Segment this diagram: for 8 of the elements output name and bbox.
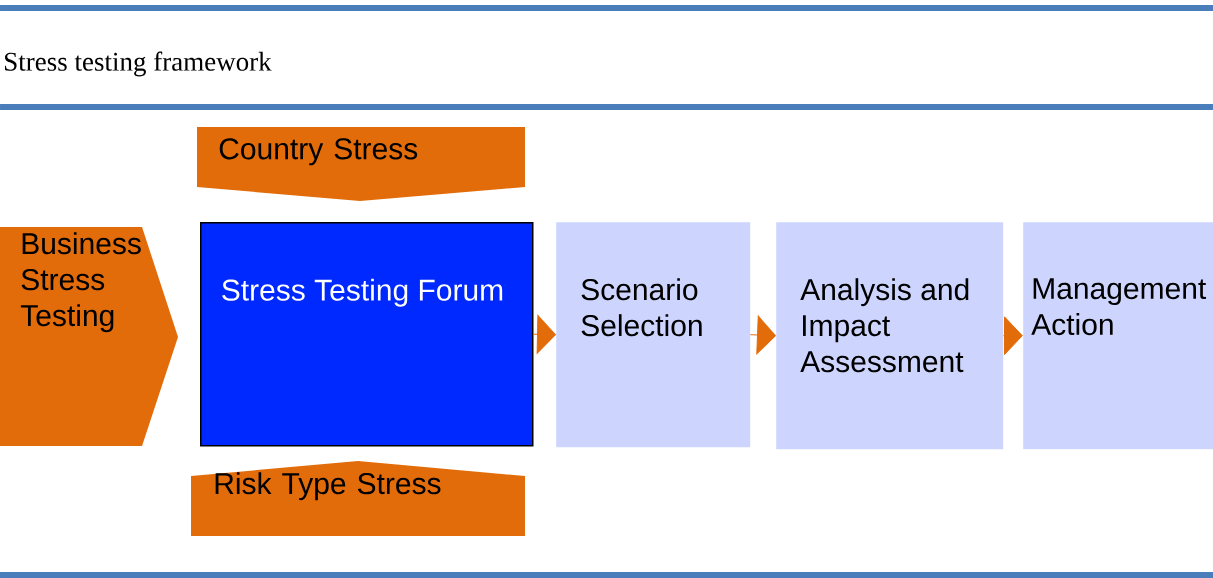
process-box: Stress Testing Forum bbox=[200, 222, 534, 447]
process-box: Analysis and Impact Assessment bbox=[776, 222, 1004, 450]
arrow bbox=[1002, 316, 1023, 356]
process-box: Management Action bbox=[1023, 222, 1213, 450]
arrow bbox=[533, 315, 556, 354]
process-box: Scenario Selection bbox=[556, 222, 751, 448]
title: Stress testing framework bbox=[5, 51, 272, 77]
arrow bbox=[749, 315, 776, 355]
